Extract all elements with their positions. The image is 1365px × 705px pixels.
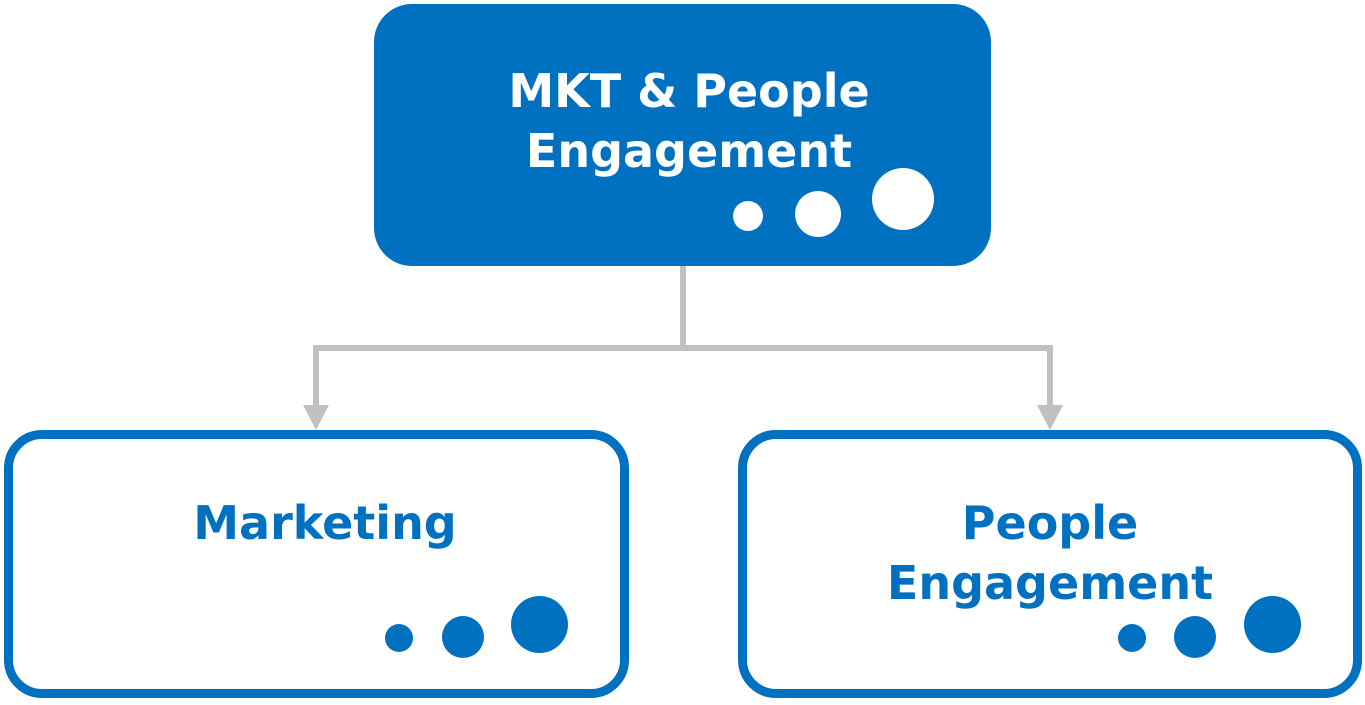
child-node-people-engagement: People Engagement [738,430,1362,698]
decorative-dot-large [872,168,934,230]
decorative-dot-large [1244,596,1301,653]
child-node-label: Marketing [193,496,457,550]
decorative-dot-small [1118,624,1146,652]
decorative-dot-medium [442,616,484,658]
child-node-marketing: Marketing [4,430,629,698]
arrowhead-left [303,405,329,430]
decorative-dot-small [385,624,413,652]
decorative-dot-medium [1174,616,1216,658]
child-node-label: People Engagement [886,496,1214,610]
root-node: MKT & People Engagement [374,4,991,266]
connector-branch-right [683,345,1053,408]
decorative-dot-small [733,201,763,231]
decorative-dot-medium [795,191,841,237]
decorative-dot-large [511,596,568,653]
connector-branch-left [313,345,683,408]
arrowhead-right [1037,405,1063,430]
root-node-label: MKT & People Engagement [508,64,870,178]
